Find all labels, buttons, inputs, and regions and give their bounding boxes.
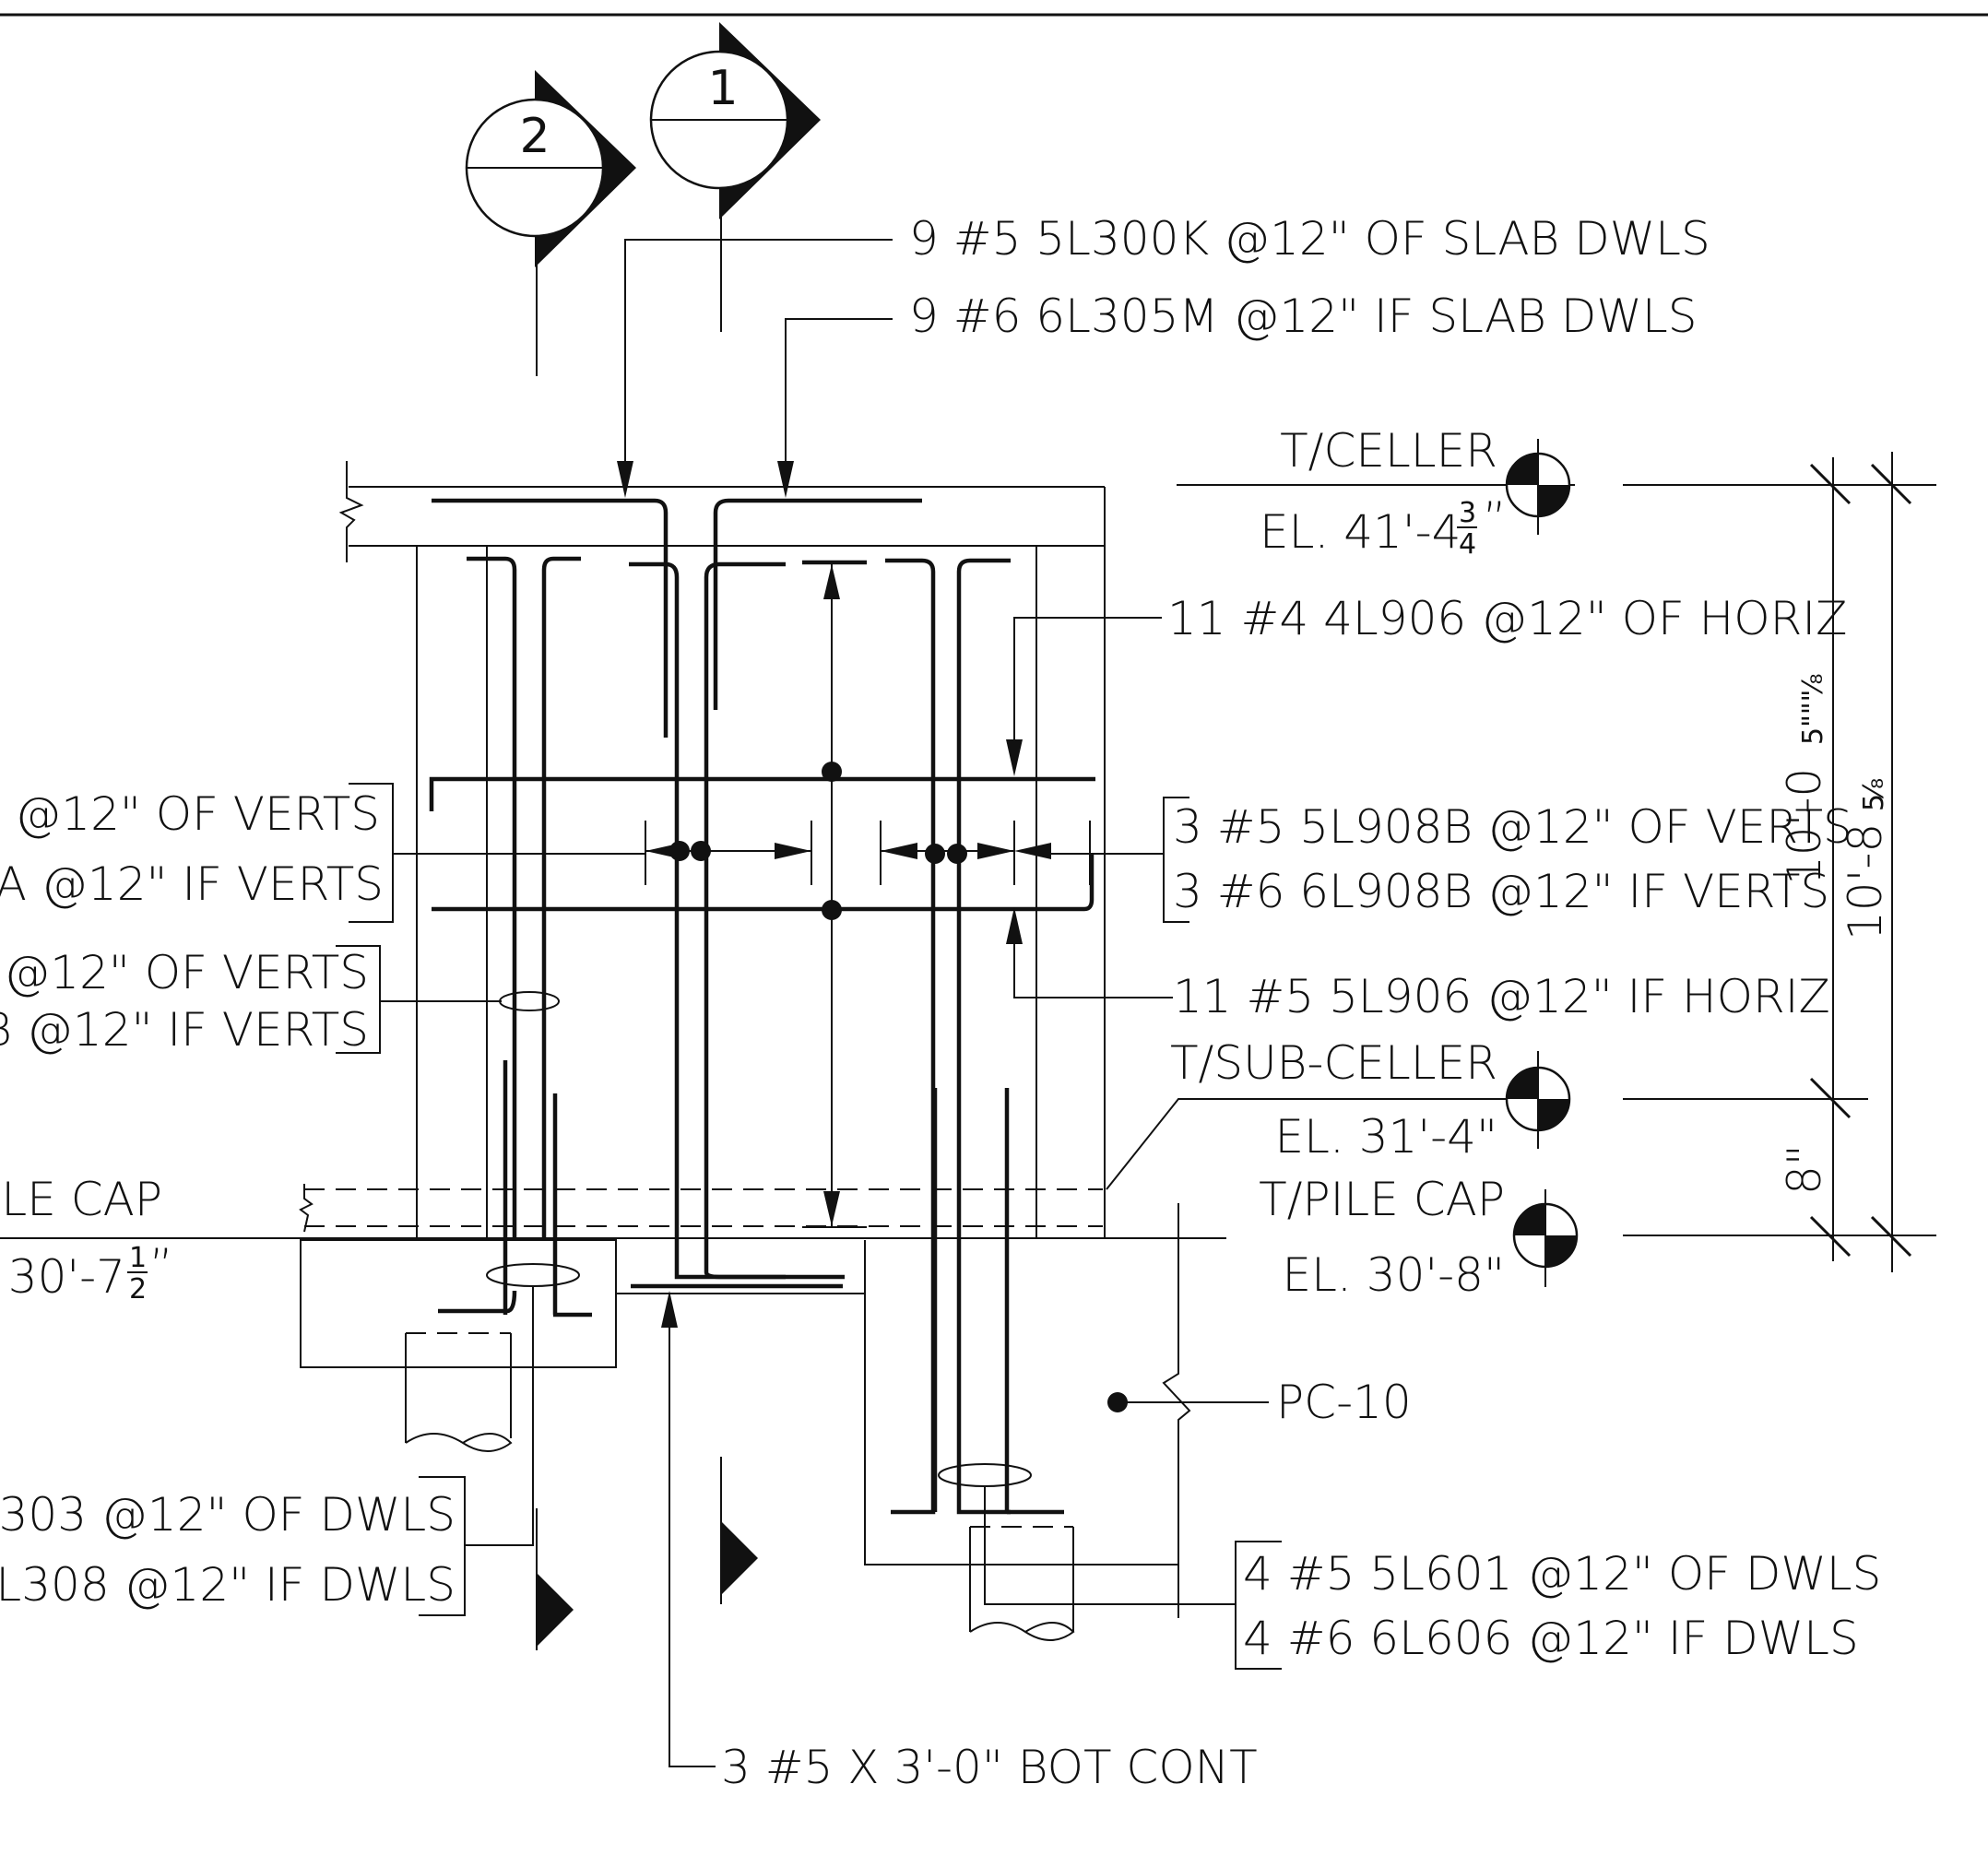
callout-verts-left-a-of: 3A @12" OF VERTS (0, 787, 380, 841)
concrete-outlines (254, 461, 1226, 1641)
callout-labels: 9 #5 5L300K @12" OF SLAB DWLS 9 #6 6L305… (0, 212, 1881, 1794)
t-celler-elevation: EL. 41'-4 (1260, 505, 1461, 559)
dimension-inner-frac: 5"""⁄₈ (1797, 673, 1829, 745)
left-pilecap-frac-num: 1 (129, 1242, 147, 1274)
svg-text:”: ” (149, 1239, 173, 1293)
t-celler-label: T/CELLER (1280, 424, 1497, 478)
callout-verts-left-b-of: B @12" OF VERTS (0, 946, 369, 999)
section-mark-2-number: 2 (519, 109, 550, 164)
dimension-labels: 10'-0 5"""⁄₈ 10'-8 5⁄₈ 8" (1778, 673, 1892, 1195)
elevation-marker-t-pilecap (1512, 1189, 1936, 1287)
left-pilecap-label: PILE CAP (0, 1173, 162, 1226)
svg-text:”: ” (1483, 492, 1507, 546)
dimension-outer-main: 10'-8 (1839, 823, 1892, 940)
dimension-outer-frac: 5⁄₈ (1858, 778, 1890, 811)
dimension-lower: 8" (1778, 1144, 1831, 1195)
callout-dwls-right-if: 4 #6 6L606 @12" IF DWLS (1243, 1612, 1859, 1665)
elevation-marker-t-subceller (1208, 1051, 1868, 1149)
callout-dwls-left-if: 6L308 @12" IF DWLS (0, 1558, 456, 1612)
t-subceller-label: T/SUB-CELLER (1170, 1036, 1497, 1090)
left-pilecap-elevation: 30'-7 (8, 1250, 125, 1304)
callout-verts-right-of: 3 #5 5L908B @12" OF VERTS (1173, 800, 1852, 854)
callout-dwls-right-of: 4 #5 5L601 @12" OF DWLS (1243, 1547, 1881, 1601)
dimension-inner-main: 10'-0 (1778, 768, 1831, 885)
elevation-marker-t-celler (1177, 439, 1936, 535)
t-pilecap-elevation: EL. 30'-8" (1283, 1248, 1505, 1302)
callout-slab-dowel-if: 9 #6 6L305M @12" IF SLAB DWLS (909, 289, 1697, 343)
t-pilecap-label: T/PILE CAP (1259, 1173, 1505, 1226)
callout-verts-left-a-if: 03A @12" IF VERTS (0, 857, 384, 911)
rebar-group (429, 498, 1128, 1515)
t-celler-frac-num: 3 (1459, 497, 1476, 529)
t-celler-frac-den: 4 (1459, 528, 1476, 561)
elevation-labels: T/CELLER EL. 41'-4 3 4 ” T/SUB-CELLER EL… (0, 424, 1507, 1306)
section-mark-2[interactable]: 2 (465, 70, 636, 376)
section-mark-1[interactable]: 1 (649, 22, 821, 332)
left-pilecap-frac-den: 2 (129, 1273, 147, 1306)
callout-verts-right-if: 3 #6 6L908B @12" IF VERTS (1173, 865, 1829, 918)
callout-horiz-of: 11 #4 4L906 @12" OF HORIZ (1167, 592, 1847, 645)
callout-dwls-left-of: 5L303 @12" OF DWLS (0, 1488, 456, 1542)
t-subceller-elevation: EL. 31'-4" (1275, 1110, 1497, 1164)
callout-verts-left-b-if: 9B @12" IF VERTS (0, 1003, 369, 1057)
right-dimension-strings (1809, 452, 1912, 1272)
pile-cap-tag: PC-10 (1276, 1376, 1412, 1429)
callout-horiz-if: 11 #5 5L906 @12" IF HORIZ (1173, 970, 1830, 1023)
section-mark-1-number: 1 (707, 61, 738, 116)
callout-bot-cont: 3 #5 X 3'-0" BOT CONT (721, 1741, 1258, 1794)
callout-slab-dowel-of: 9 #5 5L300K @12" OF SLAB DWLS (909, 212, 1710, 266)
leader-lines (336, 239, 1282, 1767)
wall-height-dimension (645, 561, 1091, 1228)
